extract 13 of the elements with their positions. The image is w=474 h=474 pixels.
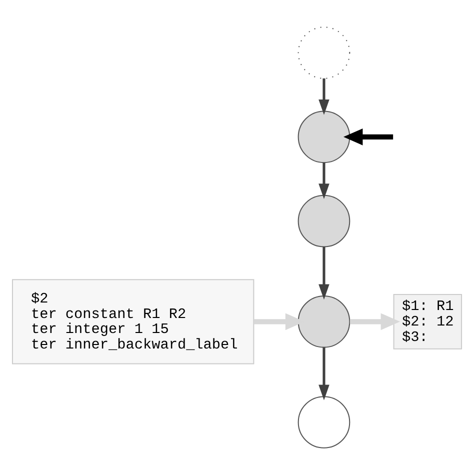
arrow [318,162,330,199]
node-box: $1: R1 $2: 12 $3: [393,293,462,349]
arrow [350,312,400,330]
arrow [318,347,330,400]
arrow [343,128,394,145]
node-circle [298,194,350,247]
arrow [318,78,330,114]
node-circle [298,294,350,348]
node-circle [298,110,350,163]
node-circle [298,396,350,448]
arrow [318,246,330,300]
node-circle [298,26,350,78]
node-box: $2 ter constant R1 R2 ter integer 1 15 ter inner_backward_label [12,278,254,364]
